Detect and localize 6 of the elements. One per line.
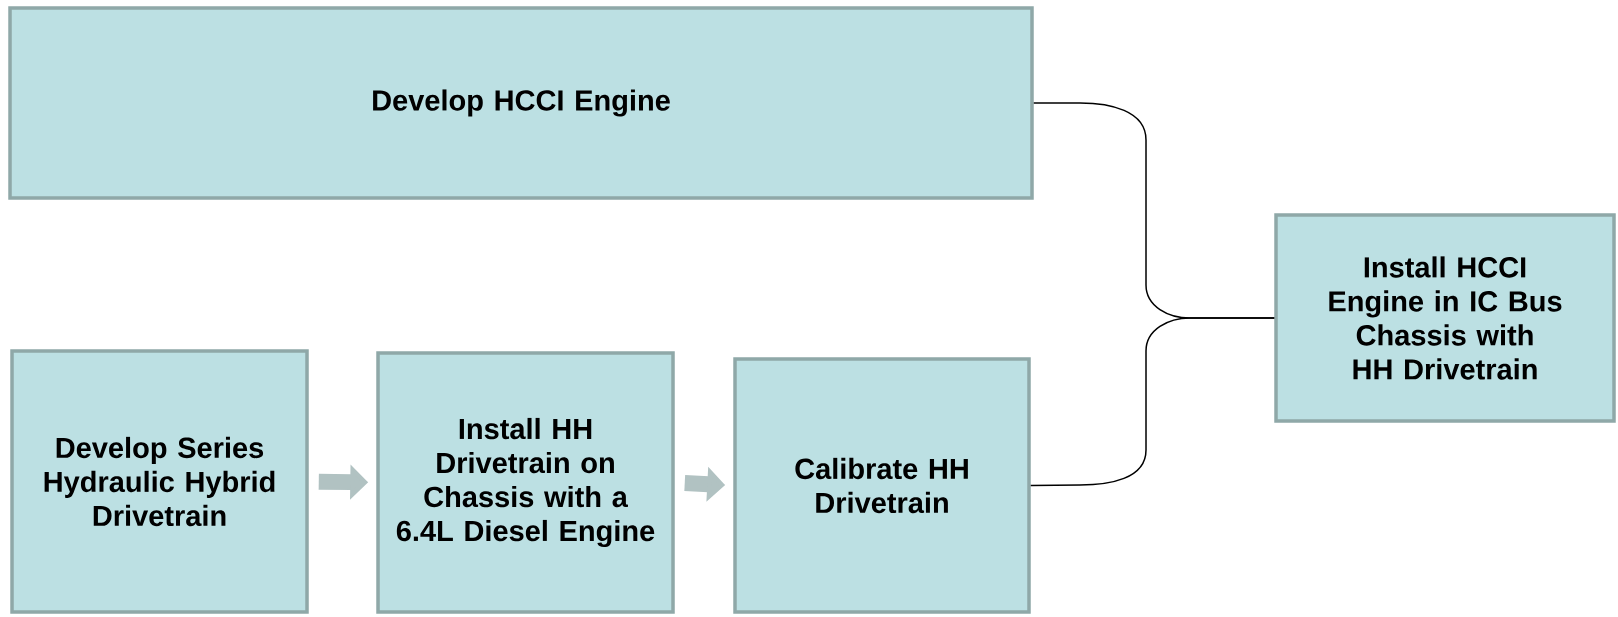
process-box: Install HCCI Engine in IC Bus Chassis with HH Drivetrain (1274, 213, 1616, 423)
process-box: Calibrate HH Drivetrain (733, 357, 1031, 614)
process-box: Install HH Drivetrain on Chassis with a 6.4L Diesel Engine (376, 351, 675, 614)
brace-connector (1030, 317, 1275, 487)
process-box: Develop Series Hydraulic Hybrid Drivetrain (10, 349, 309, 614)
process-box: Develop HCCI Engine (8, 6, 1034, 200)
